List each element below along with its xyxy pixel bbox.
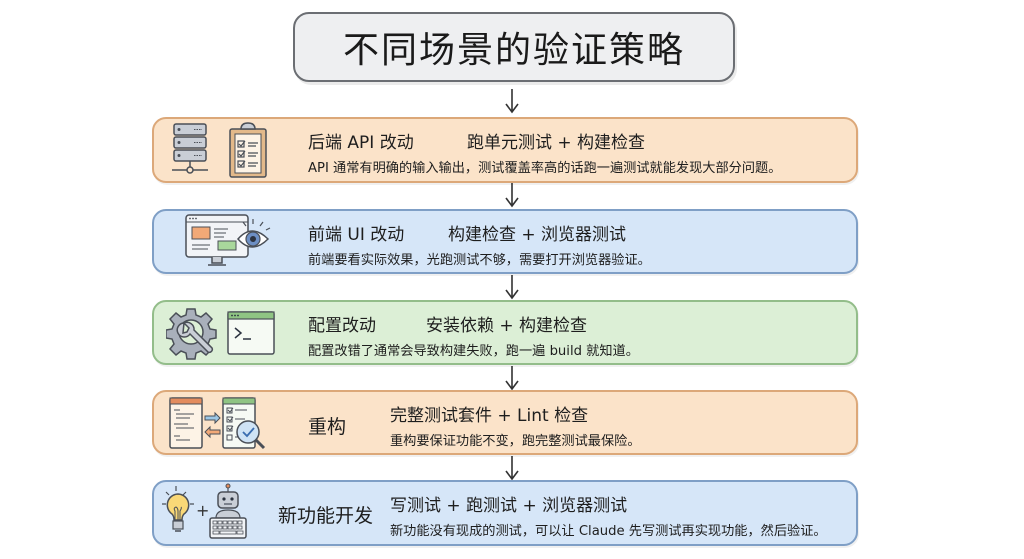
icon-group	[184, 211, 274, 272]
scenario-description: 新功能没有现成的测试，可以让 Claude 先写测试再实现功能，然后验证。	[390, 524, 827, 539]
refactor-icon-group	[169, 396, 266, 449]
server-stack-icon	[172, 123, 208, 174]
lightbulb-icon	[162, 486, 194, 532]
scenario-description: 配置改错了通常会导致构建失败，跑一遍 build 就知道。	[308, 344, 639, 359]
strategy-label: 跑单元测试 + 构建检查	[467, 133, 646, 153]
down-arrow-icon	[505, 275, 519, 300]
monitor-with-eye-icon	[185, 213, 271, 266]
scenario-card-refactor: 重构 完整测试套件 + Lint 检查 重构要保证功能不变，跑完整测试最保险。	[152, 390, 858, 455]
strategy-label: 完整测试套件 + Lint 检查	[390, 406, 589, 426]
down-arrow-icon	[505, 366, 519, 391]
strategy-label: 安装依赖 + 构建检查	[426, 316, 588, 336]
scenario-card-backend-api: 后端 API 改动 跑单元测试 + 构建检查 API 通常有明确的输入输出，测试…	[152, 117, 858, 183]
scenario-card-new-feature: + 新功能开发 写测试 + 跑测试 + 浏览器测试 新功能没有现成的测试，可以让…	[152, 480, 858, 546]
scenario-name: 重构	[308, 416, 347, 438]
icon-group	[168, 392, 268, 453]
strategy-label: 构建检查 + 浏览器测试	[448, 225, 627, 245]
robot-keyboard-icon	[209, 483, 247, 539]
scenario-card-frontend-ui: 前端 UI 改动 构建检查 + 浏览器测试 前端要看实际效果，光跑测试不够，需要…	[152, 209, 858, 274]
down-arrow-icon	[505, 89, 519, 114]
plus-icon: +	[196, 501, 209, 520]
strategy-label: 写测试 + 跑测试 + 浏览器测试	[390, 496, 628, 516]
diagram-title: 不同场景的验证策略	[342, 30, 685, 71]
scenario-description: API 通常有明确的输入输出，测试覆盖率高的话跑一遍测试就能发现大部分问题。	[308, 161, 782, 176]
icon-group: +	[162, 482, 272, 544]
scenario-description: 重构要保证功能不变，跑完整测试最保险。	[390, 434, 641, 449]
scenario-name: 后端 API 改动	[308, 133, 414, 153]
scenario-description: 前端要看实际效果，光跑测试不够，需要打开浏览器验证。	[308, 253, 651, 268]
down-arrow-icon	[505, 456, 519, 481]
terminal-icon	[227, 310, 275, 355]
icon-group	[170, 119, 270, 181]
gear-wrench-icon	[166, 307, 217, 360]
title-box: 不同场景的验证策略	[293, 12, 735, 82]
code-window-icon	[169, 396, 203, 449]
scenario-name: 配置改动	[308, 316, 376, 336]
checklist-clipboard-icon	[229, 122, 267, 178]
checklist-magnifier-icon	[222, 396, 266, 449]
scenario-name: 新功能开发	[278, 505, 374, 527]
new-feature-icon-group: +	[162, 483, 247, 539]
scenario-card-config: 配置改动 安装依赖 + 构建检查 配置改错了通常会导致构建失败，跑一遍 buil…	[152, 300, 858, 365]
icon-group	[166, 302, 276, 363]
scenario-name: 前端 UI 改动	[308, 225, 405, 245]
down-arrow-icon	[505, 183, 519, 208]
swap-arrows-icon	[204, 411, 221, 438]
